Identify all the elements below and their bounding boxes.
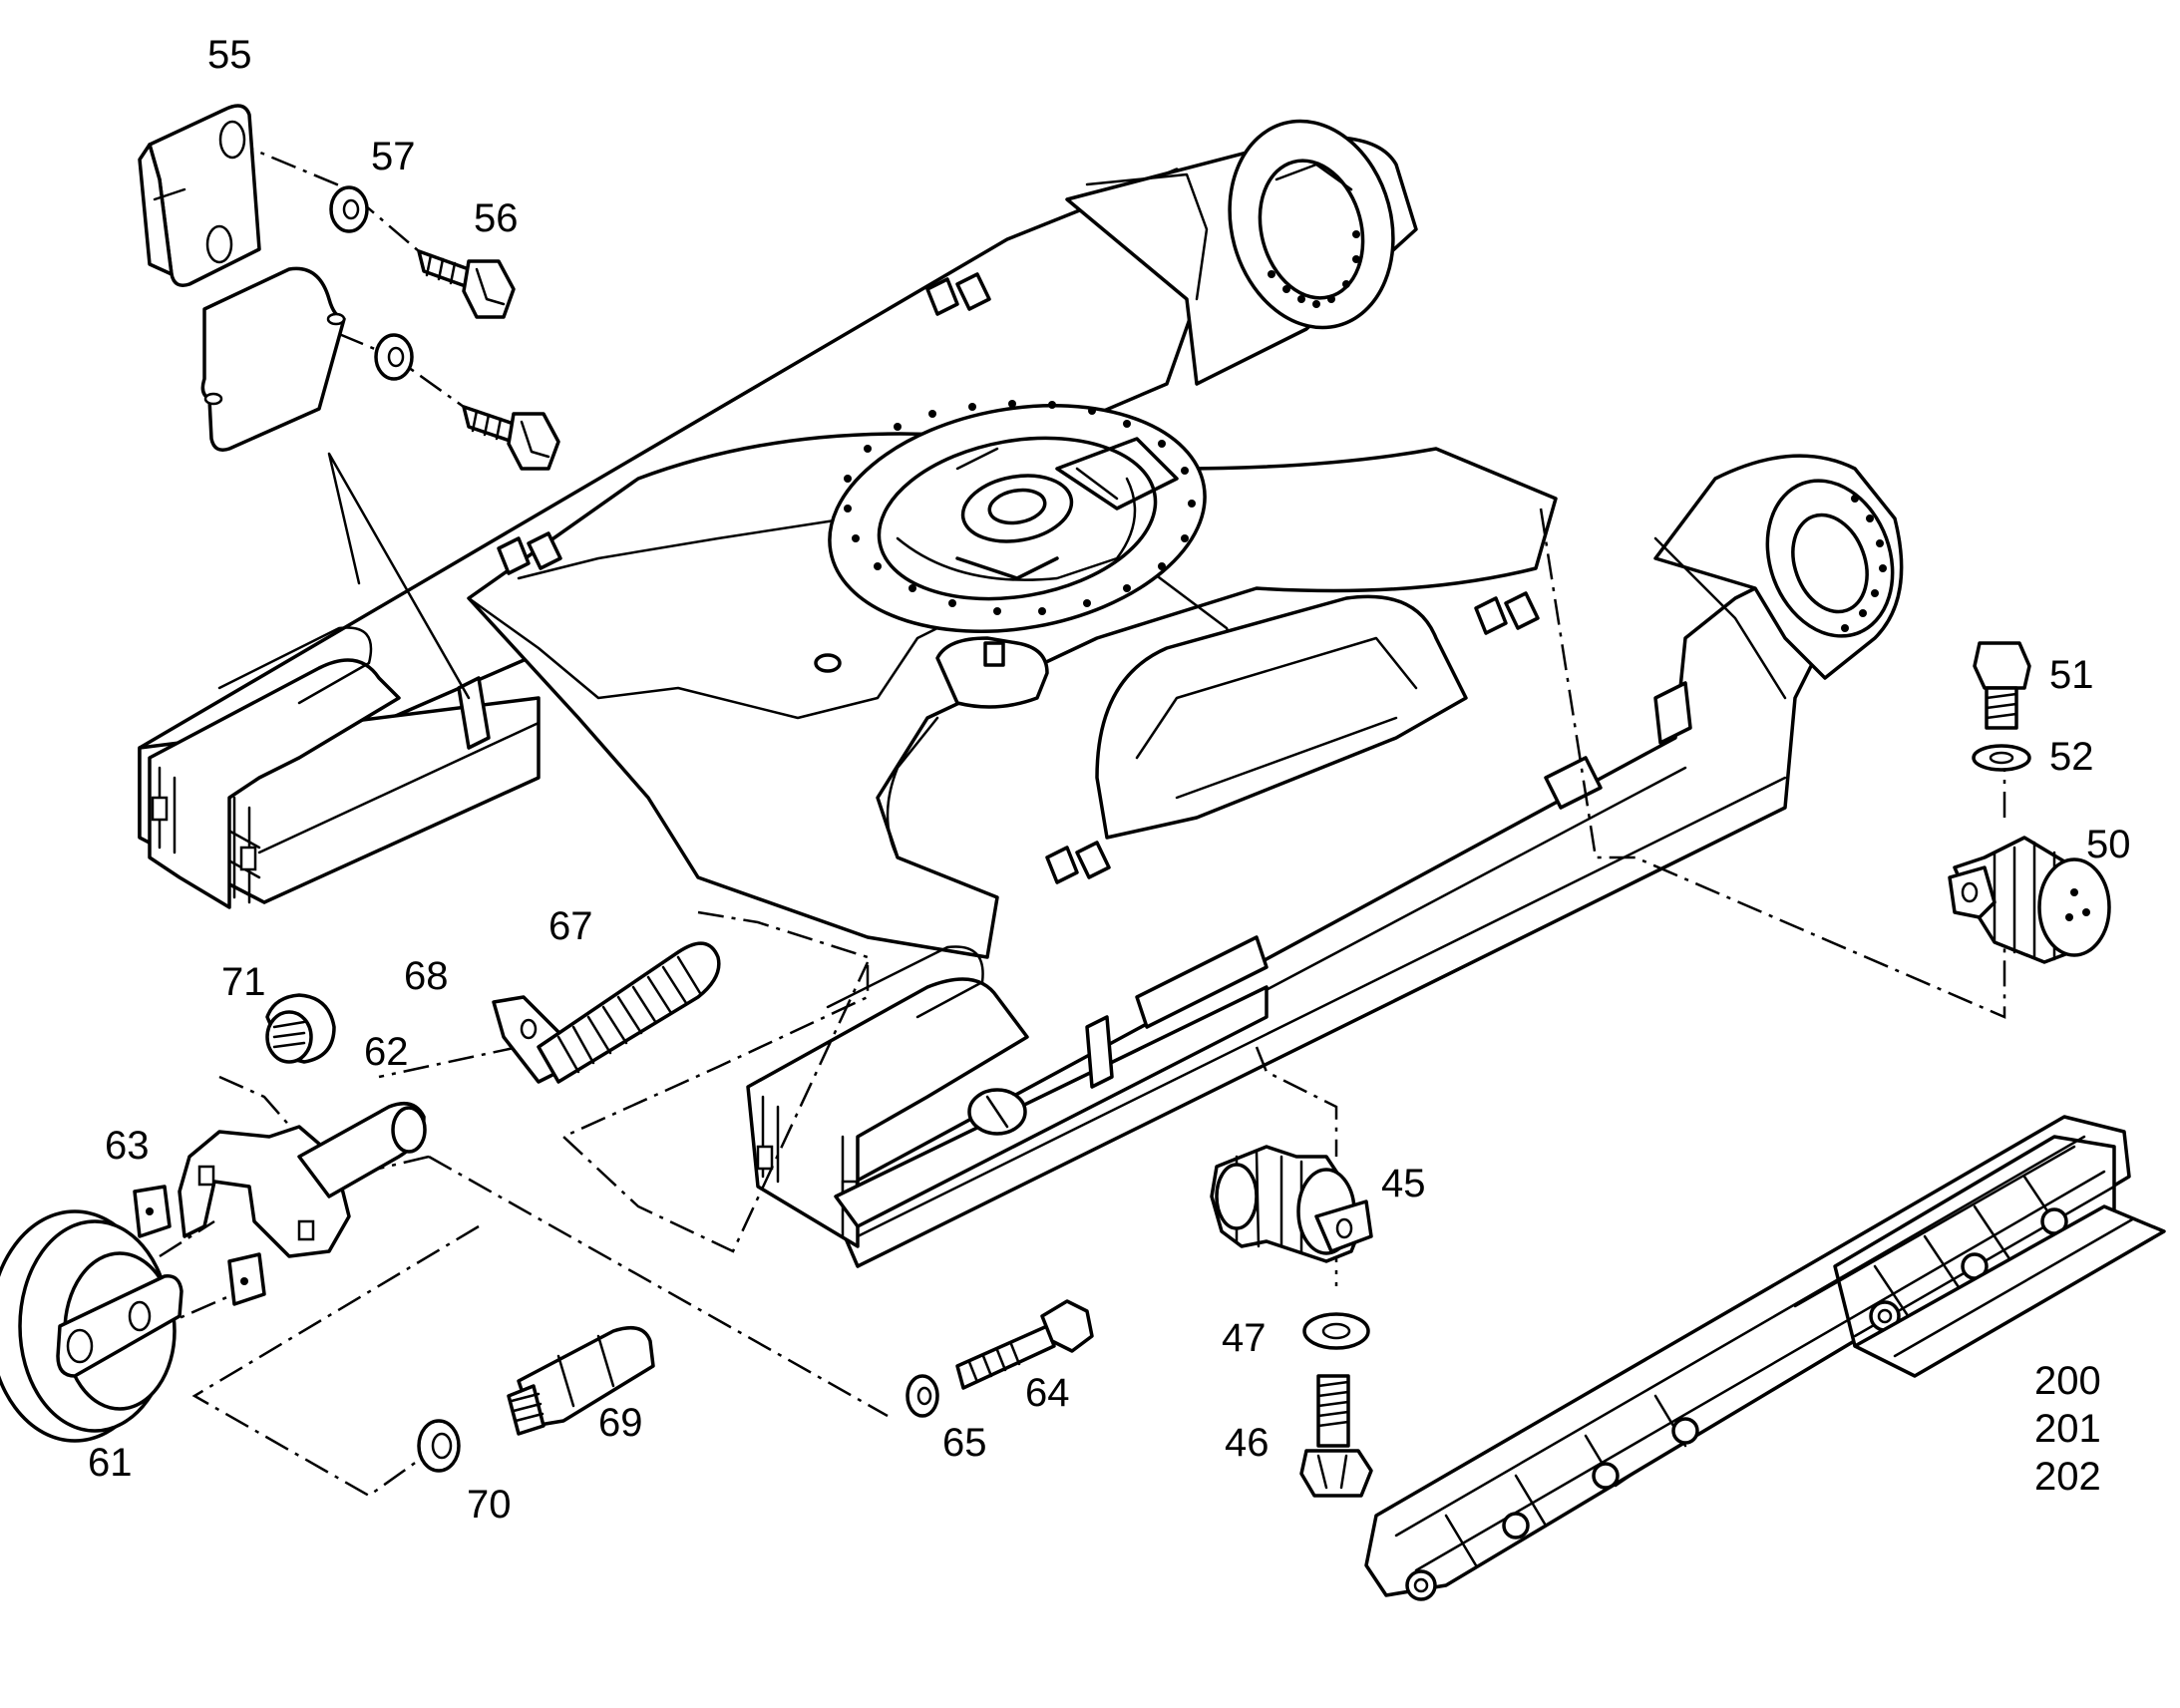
- part-70-washer: [417, 1419, 461, 1473]
- callout-67: 67: [548, 904, 593, 948]
- callout-55: 55: [207, 33, 252, 77]
- callout-61: 61: [88, 1441, 133, 1485]
- track-chain: [1364, 1115, 2166, 1601]
- part-61-idler: [0, 1209, 183, 1443]
- callout-51: 51: [2049, 653, 2094, 697]
- callout-57: 57: [371, 135, 416, 178]
- callout-71: 71: [221, 960, 266, 1004]
- part-55-block: [138, 104, 261, 287]
- part-67-spring: [537, 941, 721, 1084]
- part-52-washer: [1972, 744, 2031, 772]
- callout-62: 62: [364, 1030, 409, 1074]
- part-55-gasket: [200, 266, 346, 452]
- part-69-adapter: [507, 1325, 655, 1436]
- callout-50: 50: [2086, 823, 2131, 866]
- part-46-bolt: [1299, 1374, 1373, 1498]
- callout-labels: 55 57 56 51 52 50 67 68 71 62 63 45 47 4…: [88, 33, 2131, 1527]
- callout-68: 68: [404, 954, 449, 998]
- part-62-yoke: [178, 1101, 427, 1258]
- part-51-bolt: [1973, 641, 2031, 730]
- callout-47: 47: [1222, 1316, 1267, 1360]
- part-63-block: [133, 1185, 266, 1306]
- callout-52: 52: [2049, 735, 2094, 779]
- callout-65: 65: [942, 1421, 987, 1465]
- callout-45: 45: [1381, 1162, 1426, 1205]
- part-64-bolt: [955, 1299, 1094, 1390]
- track-frame: [138, 119, 1904, 1268]
- part-47-washer: [1302, 1312, 1370, 1350]
- part-71-cap: [265, 993, 336, 1064]
- callout-64: 64: [1025, 1371, 1070, 1415]
- part-50-carrier-roller: [1948, 836, 2111, 964]
- part-65-washer: [906, 1374, 939, 1418]
- callout-202: 202: [2034, 1455, 2101, 1499]
- part-56-bolt: [417, 249, 560, 471]
- callout-63: 63: [105, 1124, 150, 1168]
- callout-200: 200: [2034, 1359, 2101, 1403]
- callout-56: 56: [474, 196, 519, 240]
- callout-70: 70: [467, 1483, 512, 1527]
- part-45-track-roller: [1210, 1145, 1373, 1263]
- callout-201: 201: [2034, 1407, 2101, 1451]
- callout-46: 46: [1225, 1421, 1270, 1465]
- part-57-washer: [329, 185, 414, 381]
- callout-69: 69: [598, 1401, 643, 1445]
